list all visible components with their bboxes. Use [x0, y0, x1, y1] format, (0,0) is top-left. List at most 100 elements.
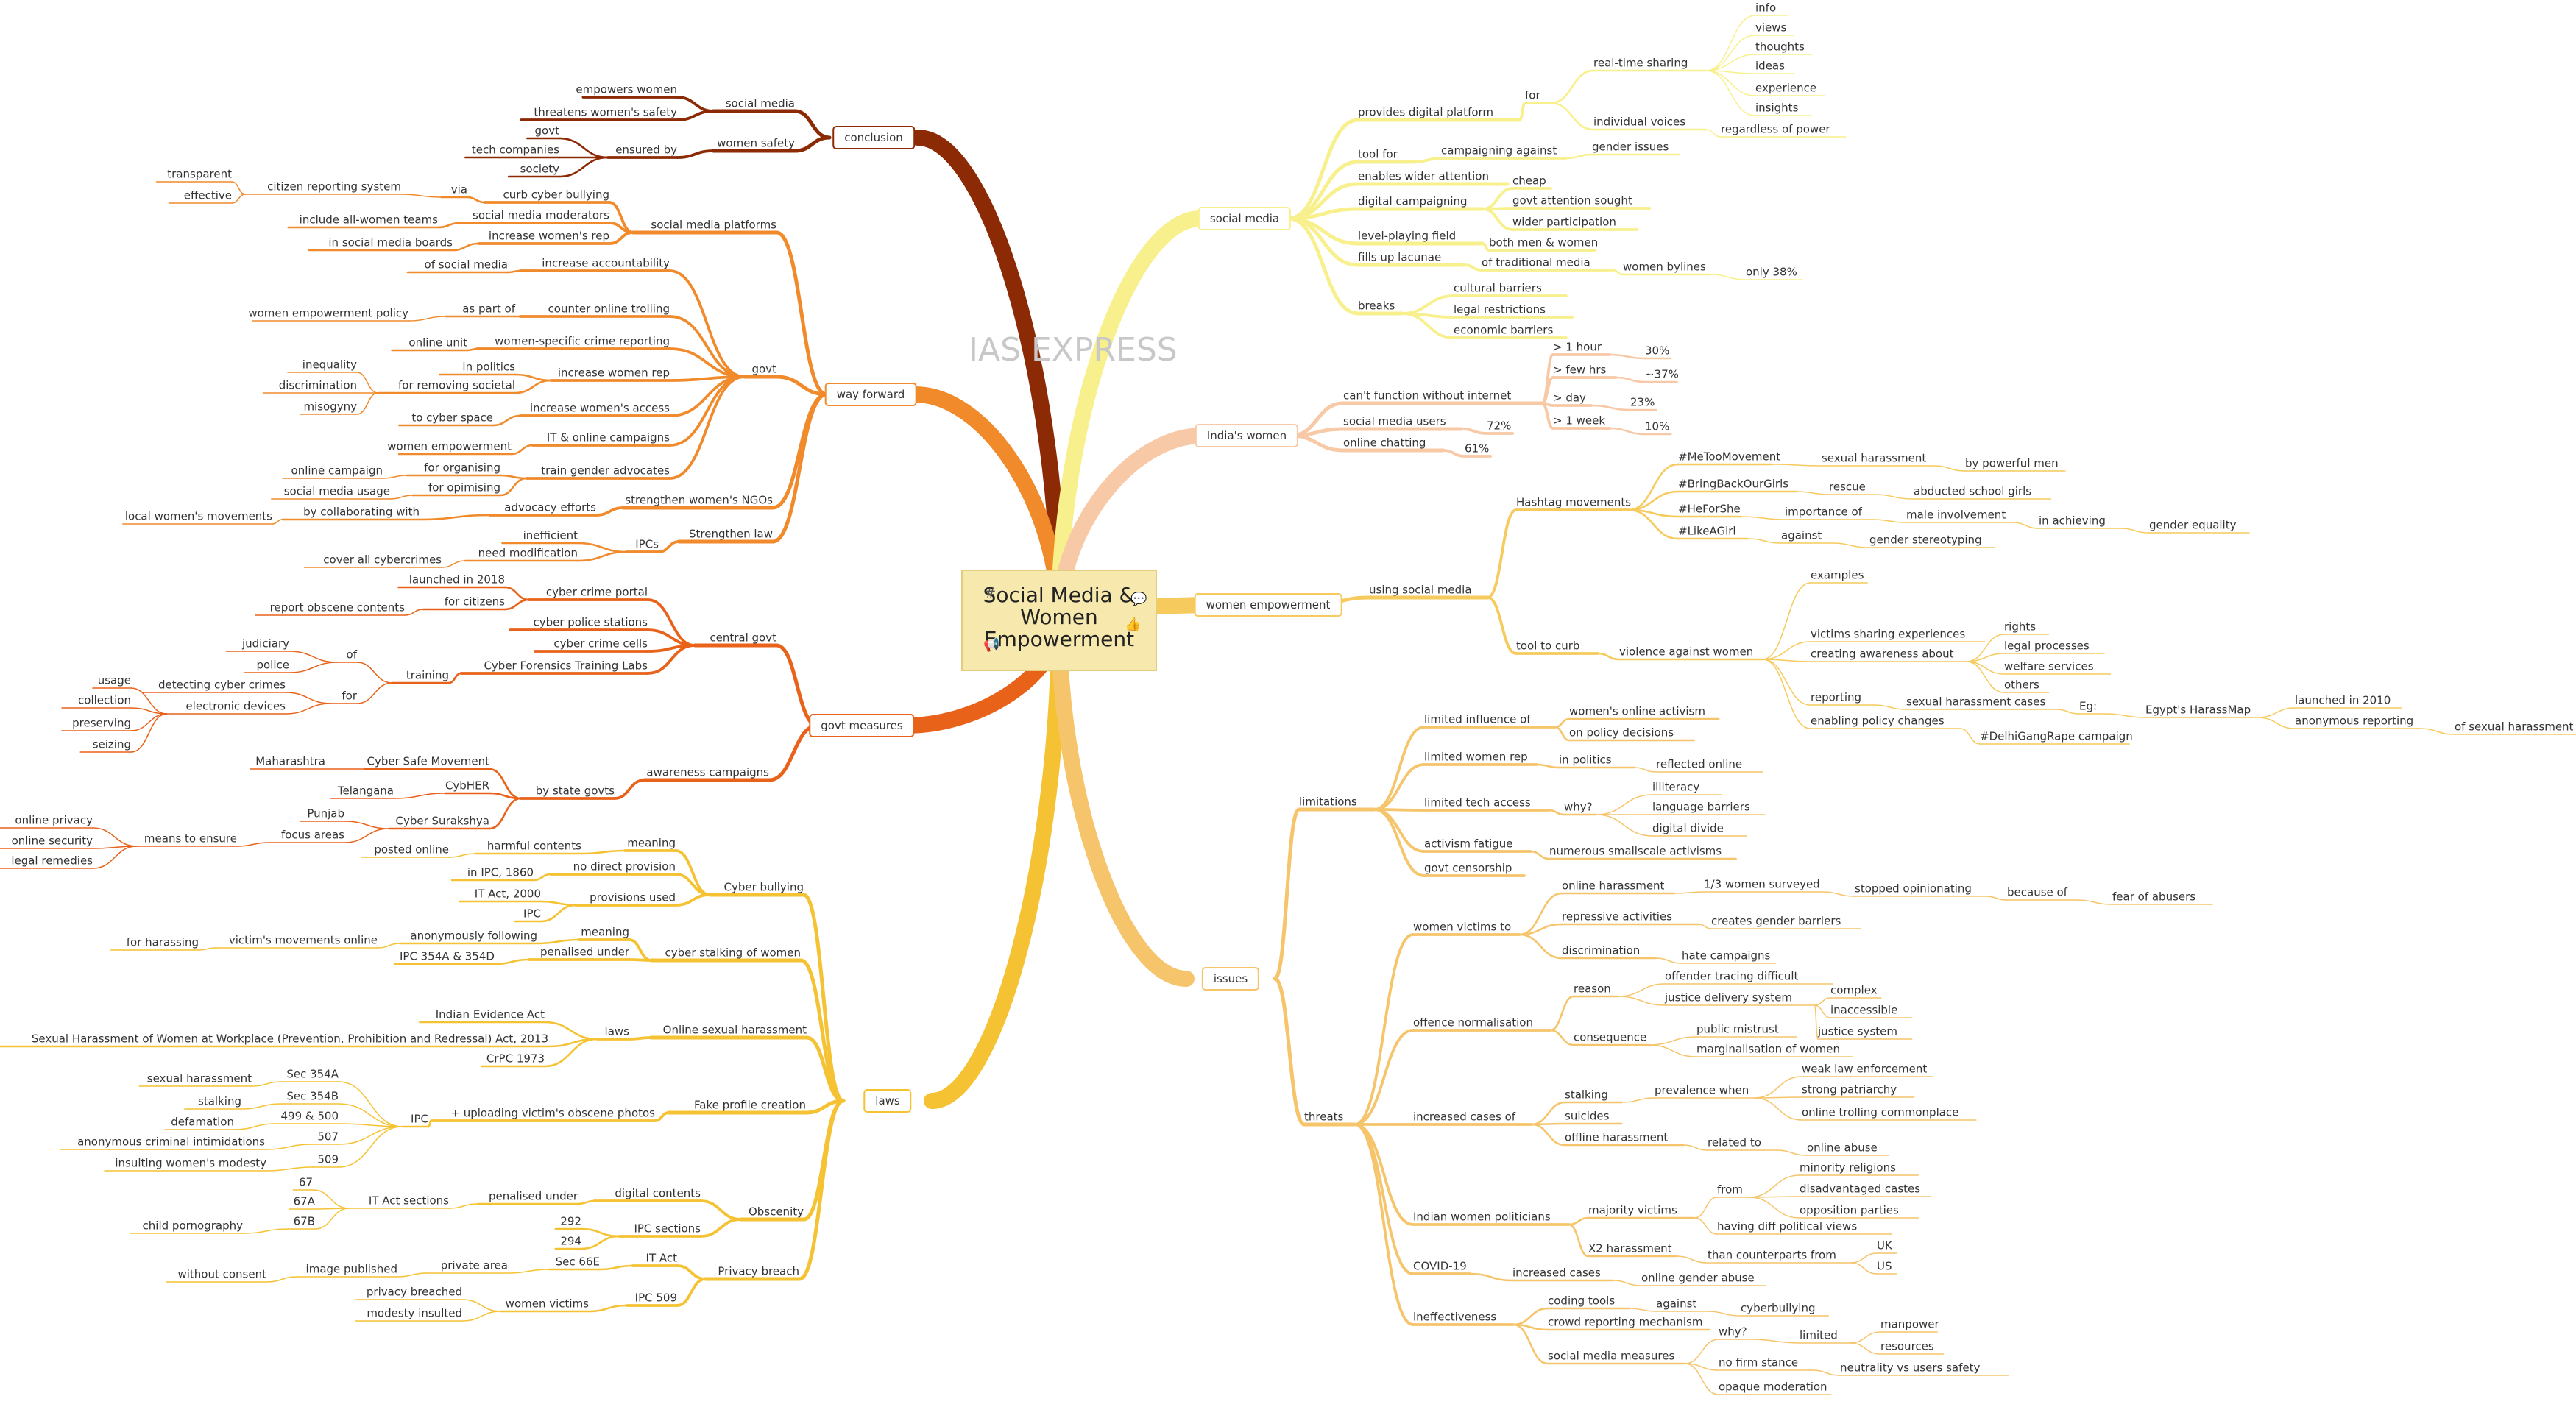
node-laws-breached[interactable]: privacy breached: [366, 1285, 462, 1299]
node-issues-reason[interactable]: reason: [1574, 982, 1611, 996]
node-issues-neutrality[interactable]: neutrality vs users safety: [1840, 1361, 1981, 1375]
node-issues-increased[interactable]: increased cases of: [1413, 1110, 1516, 1124]
node-issues-prevalence[interactable]: prevalence when: [1655, 1083, 1749, 1097]
node-govt-measures-focus[interactable]: focus areas: [280, 828, 344, 842]
node-way-forward-discrimination[interactable]: discrimination: [278, 378, 357, 392]
node-indias-women-few[interactable]: > few hrs: [1553, 363, 1607, 377]
node-govt-measures-awareness[interactable]: awareness campaigns: [646, 765, 769, 779]
node-social-media-thoughts[interactable]: thoughts: [1755, 40, 1805, 54]
node-social-media-breaks[interactable]: breaks: [1358, 299, 1395, 313]
node-laws-modesty[interactable]: modesty insulted: [367, 1306, 462, 1320]
node-way-forward-modification[interactable]: need modification: [478, 546, 578, 560]
node-issues-normalisation[interactable]: offence normalisation: [1413, 1016, 1533, 1030]
node-laws-harmful[interactable]: harmful contents: [486, 839, 581, 853]
node-women-empowerment-awareness[interactable]: creating awareness about: [1811, 647, 1954, 661]
node-govt-measures-stations[interactable]: cyber police stations: [533, 615, 648, 629]
node-issues-justice-sys[interactable]: justice system: [1818, 1024, 1898, 1038]
node-laws-posted[interactable]: posted online: [374, 843, 449, 857]
node-way-forward-law[interactable]: Strengthen law: [688, 527, 773, 541]
node-laws-itact2000[interactable]: IT Act, 2000: [474, 887, 541, 901]
node-laws-meaning2[interactable]: meaning: [581, 925, 629, 939]
node-women-empowerment-tool-curb[interactable]: tool to curb: [1516, 639, 1580, 653]
node-social-media-digital[interactable]: digital campaigning: [1358, 194, 1468, 208]
node-women-empowerment-abducted[interactable]: abducted school girls: [1914, 484, 2032, 498]
node-govt-measures-devices[interactable]: electronic devices: [185, 699, 286, 713]
node-govt-measures-judiciary[interactable]: judiciary: [241, 637, 289, 651]
node-way-forward-advocacy[interactable]: advocacy efforts: [504, 500, 596, 514]
node-conclusion-empowers-women[interactable]: empowers women: [576, 82, 677, 96]
node-way-forward-effective[interactable]: effective: [183, 188, 232, 202]
node-laws-stalking2[interactable]: stalking: [198, 1094, 241, 1108]
node-laws-private[interactable]: private area: [440, 1258, 508, 1272]
node-govt-measures-seizing[interactable]: seizing: [92, 737, 131, 751]
node-issues-online-har[interactable]: online harassment: [1562, 879, 1665, 893]
node-way-forward-policy[interactable]: women empowerment policy: [248, 306, 408, 320]
node-issues-activism[interactable]: women's online activism: [1569, 704, 1705, 718]
node-govt-measures-csm[interactable]: Cyber Safe Movement: [367, 754, 489, 768]
node-women-empowerment-violence[interactable]: violence against women: [1619, 645, 1754, 659]
node-govt-measures-usage[interactable]: usage: [97, 673, 131, 687]
node-indias-women-p61[interactable]: 61%: [1465, 442, 1490, 456]
node-issues-mistrust[interactable]: public mistrust: [1696, 1022, 1779, 1036]
node-way-forward-removing[interactable]: for removing societal: [398, 378, 515, 392]
node-women-empowerment-of-sh[interactable]: of sexual harassment: [2455, 720, 2574, 734]
node-laws-stalking[interactable]: cyber stalking of women: [665, 946, 801, 960]
node-social-media-tool[interactable]: tool for: [1358, 147, 1398, 161]
branch-women-empowerment[interactable]: women empowerment: [1194, 593, 1342, 617]
node-women-empowerment-legal[interactable]: legal processes: [2004, 639, 2090, 653]
node-women-empowerment-male[interactable]: male involvement: [1906, 508, 2006, 522]
node-social-media-gender-issues[interactable]: gender issues: [1592, 140, 1669, 154]
node-indias-women-p72[interactable]: 72%: [1487, 419, 1512, 433]
node-issues-politics[interactable]: in politics: [1559, 753, 1612, 767]
node-govt-measures-remedies[interactable]: legal remedies: [11, 854, 93, 868]
node-issues-influence[interactable]: limited influence of: [1424, 712, 1531, 726]
node-issues-uk[interactable]: UK: [1877, 1238, 1892, 1252]
node-issues-covid[interactable]: COVID-19: [1413, 1259, 1467, 1273]
node-laws-image[interactable]: image published: [305, 1262, 397, 1276]
node-way-forward-transparent[interactable]: transparent: [167, 167, 232, 181]
node-laws-iea[interactable]: Indian Evidence Act: [435, 1007, 545, 1021]
node-govt-measures-detecting[interactable]: detecting cyber crimes: [158, 678, 286, 692]
node-govt-measures-privacy[interactable]: online privacy: [15, 813, 93, 827]
node-laws-provisions[interactable]: provisions used: [590, 890, 676, 904]
node-women-empowerment-against[interactable]: against: [1781, 528, 1822, 542]
node-laws-s509[interactable]: 509: [317, 1152, 339, 1166]
node-women-empowerment-harassmap[interactable]: Egypt's HarassMap: [2145, 703, 2251, 717]
node-indias-women-users[interactable]: social media users: [1343, 414, 1446, 428]
node-laws-ipc2[interactable]: IPC: [411, 1112, 428, 1126]
node-way-forward-via[interactable]: via: [450, 183, 467, 196]
node-way-forward-cover[interactable]: cover all cybercrimes: [323, 553, 442, 567]
node-conclusion-women-safety[interactable]: women safety: [717, 136, 795, 150]
node-laws-insulting[interactable]: insulting women's modesty: [115, 1156, 266, 1170]
node-laws-s67a[interactable]: 67A: [293, 1194, 315, 1208]
node-govt-measures-of[interactable]: of: [346, 648, 357, 662]
node-way-forward-ngos[interactable]: strengthen women's NGOs: [625, 493, 773, 507]
node-way-forward-curb[interactable]: curb cyber bullying: [503, 188, 609, 202]
node-social-media-for[interactable]: for: [1525, 88, 1540, 102]
node-issues-trolling[interactable]: online trolling commonplace: [1802, 1105, 1959, 1119]
node-govt-measures-police[interactable]: police: [256, 658, 289, 672]
node-issues-majority[interactable]: majority victims: [1588, 1203, 1677, 1217]
node-women-empowerment-others[interactable]: others: [2004, 678, 2039, 692]
node-govt-measures-training[interactable]: training: [406, 668, 449, 682]
node-way-forward-crime-rep[interactable]: women-specific crime reporting: [495, 334, 670, 348]
node-issues-barriers[interactable]: creates gender barriers: [1711, 914, 1841, 928]
node-issues-abuse[interactable]: online abuse: [1807, 1141, 1878, 1155]
node-issues-inaccessible[interactable]: inaccessible: [1830, 1003, 1898, 1017]
node-laws-consent[interactable]: without consent: [177, 1267, 266, 1281]
node-social-media-govt-att[interactable]: govt attention sought: [1512, 194, 1632, 208]
node-issues-why2[interactable]: why?: [1719, 1325, 1747, 1339]
node-conclusion-ensured-by[interactable]: ensured by: [615, 143, 677, 157]
node-laws-harassing[interactable]: for harassing: [126, 935, 199, 949]
node-laws-obscenity[interactable]: Obscenity: [748, 1205, 804, 1219]
node-laws-s294[interactable]: 294: [560, 1234, 581, 1248]
node-women-empowerment-welfare[interactable]: welfare services: [2004, 659, 2094, 673]
node-women-empowerment-likeagirl[interactable]: #LikeAGirl: [1678, 524, 1736, 538]
node-way-forward-of-sm[interactable]: of social media: [424, 258, 508, 272]
node-laws-s292[interactable]: 292: [560, 1214, 581, 1228]
node-indias-women-chatting[interactable]: online chatting: [1343, 436, 1426, 450]
node-issues-patriarchy[interactable]: strong patriarchy: [1802, 1082, 1897, 1096]
node-social-media-cheap[interactable]: cheap: [1512, 174, 1546, 188]
node-issues-fatigue[interactable]: activism fatigue: [1424, 837, 1513, 851]
node-govt-measures-means[interactable]: means to ensure: [144, 832, 237, 846]
